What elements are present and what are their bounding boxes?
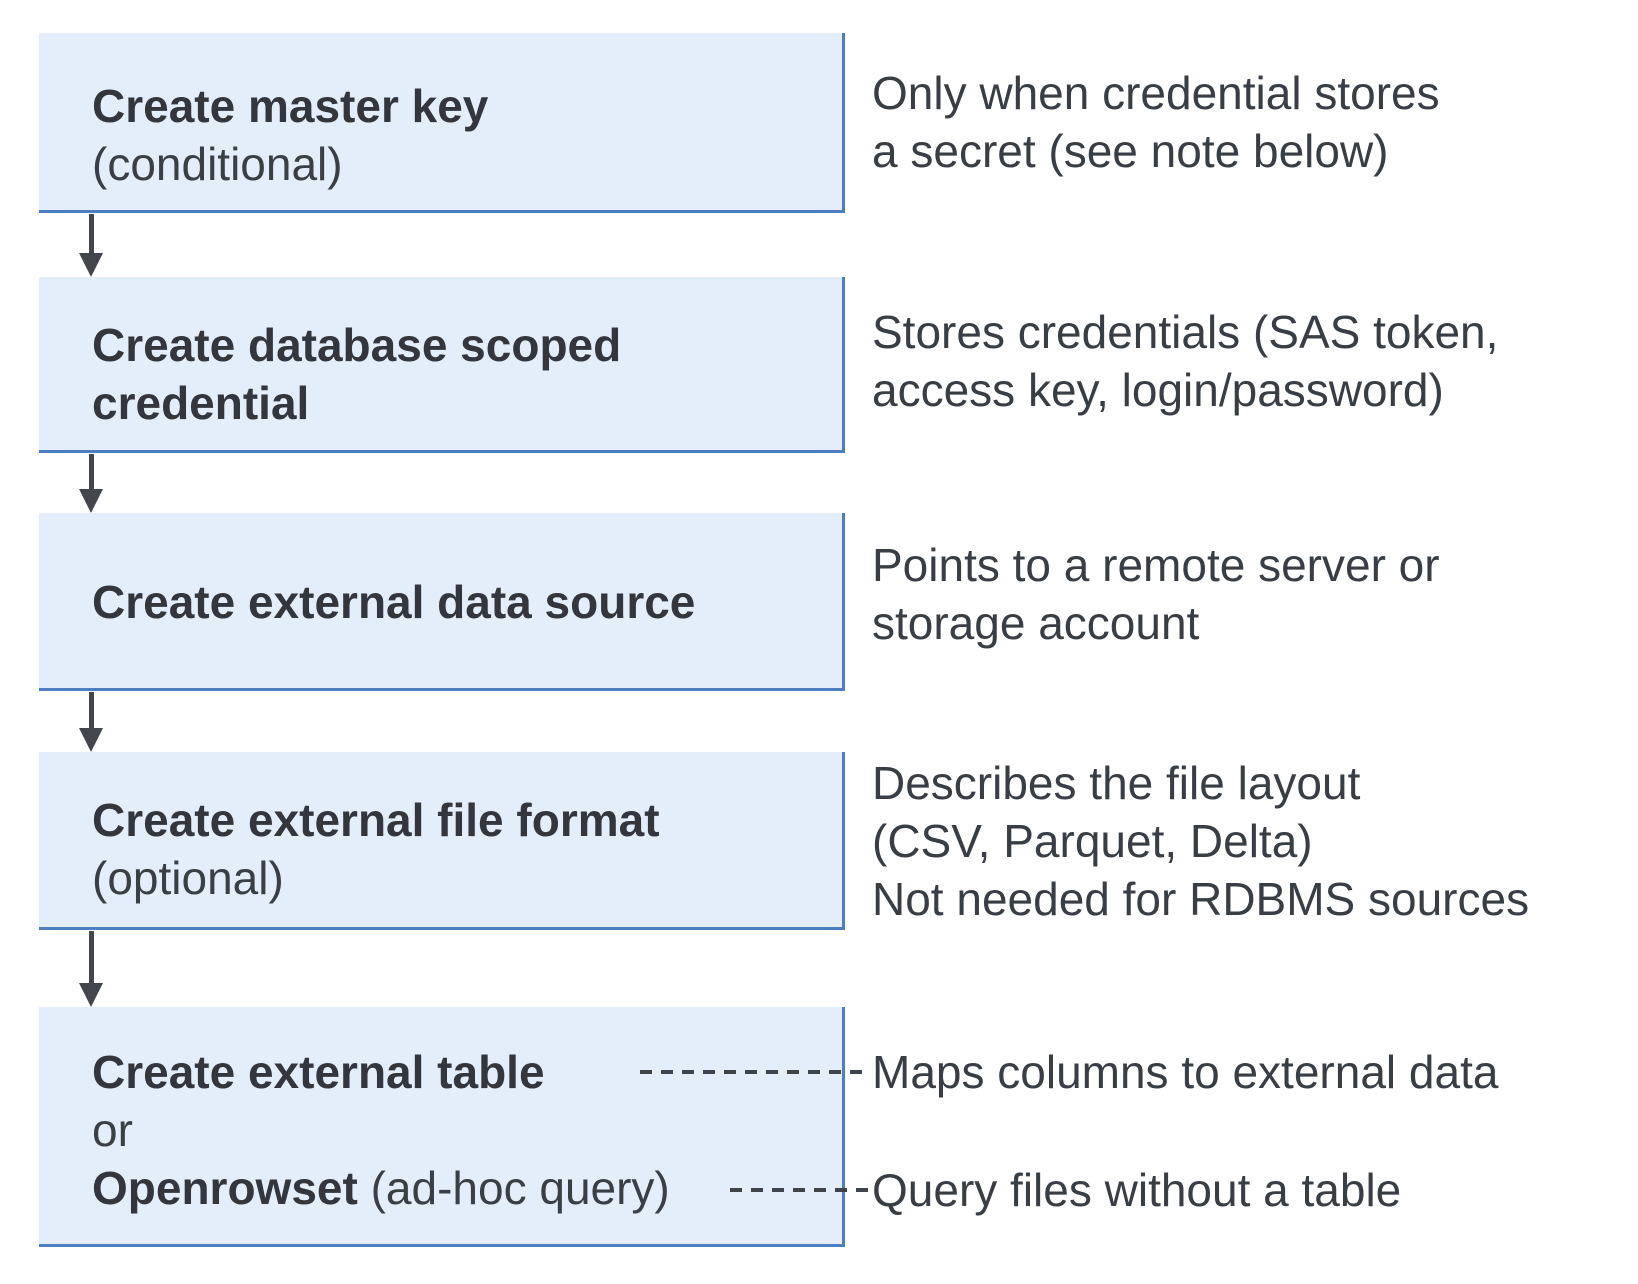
step-title: Create database scoped [92,319,622,371]
arrow-stem [89,214,94,257]
note-openrowset: Query files without a table [872,1161,1401,1219]
step-box-create-external-file-format: Create external file format (optional) [39,752,845,930]
dashed-connector-external-table [640,1070,868,1074]
step-title: credential [92,377,310,429]
note-line: Query files without a table [872,1164,1402,1216]
down-arrow-icon [79,454,103,513]
note-line: Only when credential stores [872,67,1440,119]
step-qualifier: (conditional) [92,138,343,190]
note-line: Not needed for RDBMS sources [872,873,1530,925]
arrow-stem [89,454,94,493]
down-arrow-icon [79,692,103,752]
arrow-head [79,983,103,1007]
step-alt-line: Openrowset (ad-hoc query) [92,1159,842,1217]
step-alt-title: Openrowset [92,1162,358,1214]
note-external-data-source: Points to a remote server or storage acc… [872,536,1440,652]
arrow-stem [89,931,94,987]
note-line: storage account [872,597,1200,649]
note-external-table: Maps columns to external data [872,1043,1498,1101]
down-arrow-icon [79,214,103,277]
step-box-create-master-key: Create master key (conditional) [39,33,845,213]
step-box-create-database-scoped-credential: Create database scoped credential [39,277,845,453]
step-qualifier: (optional) [92,852,284,904]
step-or-label: or [92,1104,133,1156]
note-line: Points to a remote server or [872,539,1440,591]
note-external-file-format: Describes the file layout (CSV, Parquet,… [872,754,1529,928]
dashed-connector-openrowset [730,1188,868,1192]
note-line: a secret (see note below) [872,125,1389,177]
arrow-head [79,253,103,277]
step-title: Create external file format [92,794,660,846]
note-line: Maps columns to external data [872,1046,1499,1098]
step-title: Create external data source [92,576,696,628]
down-arrow-icon [79,931,103,1007]
step-title: Create external table [92,1046,545,1098]
step-box-create-external-data-source: Create external data source [39,513,845,691]
arrow-head [79,489,103,513]
note-database-scoped-credential: Stores credentials (SAS token, access ke… [872,303,1498,419]
note-line: Describes the file layout [872,757,1361,809]
arrow-head [79,728,103,752]
step-alt-qualifier: (ad-hoc query) [370,1162,670,1214]
note-line: access key, login/password) [872,364,1444,416]
note-master-key: Only when credential stores a secret (se… [872,64,1440,180]
note-line: Stores credentials (SAS token, [872,306,1499,358]
arrow-stem [89,692,94,732]
step-box-create-external-table-or-openrowset: Create external table or Openrowset (ad-… [39,1007,845,1247]
note-line: (CSV, Parquet, Delta) [872,815,1313,867]
step-title: Create master key [92,80,489,132]
